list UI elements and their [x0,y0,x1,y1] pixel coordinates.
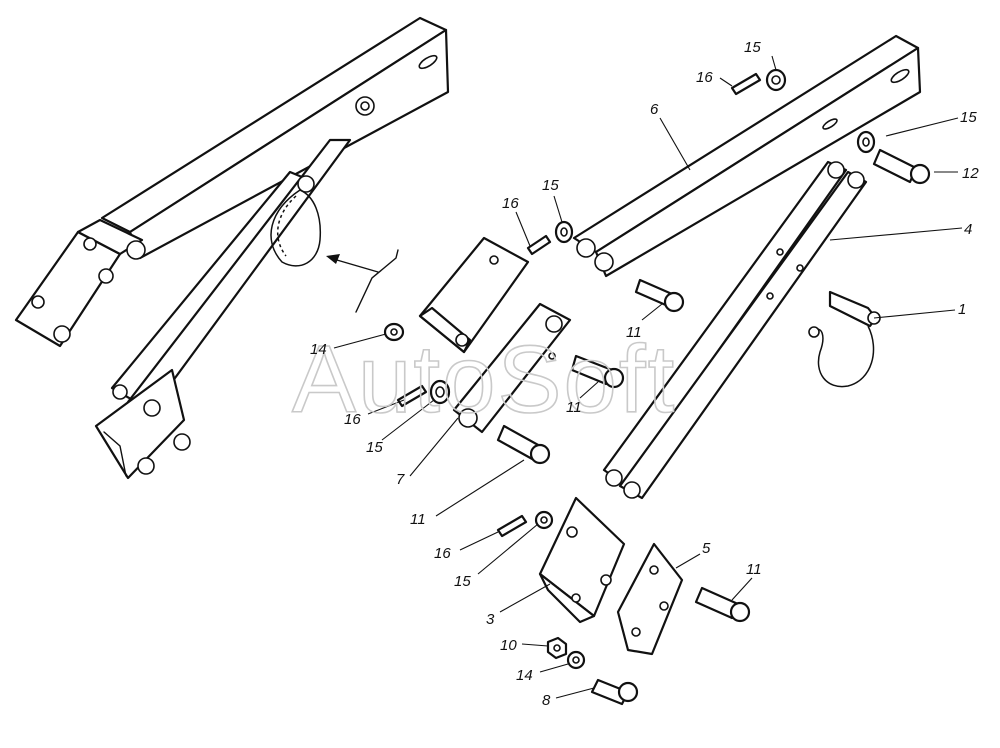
callout-10: 10 [500,637,517,654]
assembled-frame [14,16,450,480]
callout-4: 4 [964,221,972,238]
callout-12: 12 [962,165,979,182]
callout-15-b: 15 [960,109,977,126]
part-16-cotter-pin-b [526,234,552,256]
callout-11-c: 11 [410,511,426,528]
callout-11-d: 11 [746,561,762,578]
part-11-bolt-c [496,424,551,465]
part-14-lock-washer-a [383,322,405,342]
part-4-strut [602,160,868,500]
callout-8: 8 [542,692,551,709]
callout-3: 3 [486,611,495,628]
assembly-arrow [326,249,399,313]
callout-labels: 1 3 4 5 6 7 8 10 11 11 11 11 12 14 14 15… [310,39,979,709]
part-3-bracket [538,496,626,624]
assembled-end-bracket [14,218,146,348]
callout-11-a: 11 [626,324,642,341]
callout-15-d: 15 [366,439,383,456]
callout-15-e: 15 [454,573,471,590]
callout-15-a: 15 [744,39,761,56]
callout-6: 6 [650,101,659,118]
assembled-main-beam [100,16,450,260]
part-10-nut [546,636,568,660]
part-8-bolt [590,678,639,706]
assembled-diagonal-strut [110,138,352,414]
part-15-washer-a [765,68,787,92]
callout-16-c: 16 [344,411,361,428]
part-15-washer-e [534,510,554,530]
part-11-bolt-d [694,586,751,623]
part-15-washer-c [554,220,574,244]
part-5-bracket [616,542,684,656]
leader-lines [333,55,963,699]
part-6-beam [572,34,922,278]
part-11-bolt-b [570,354,625,389]
assembled-foot-bracket [94,368,191,480]
part-14-lock-washer-b [566,650,586,670]
callout-15-c: 15 [542,177,559,194]
part-16-cotter-pin-a [730,72,762,96]
callout-5: 5 [702,540,711,557]
part-15-washer-b [856,130,876,154]
part-11-bolt-a [634,278,685,313]
assembled-pin-chain [270,189,322,267]
callout-16-b: 16 [502,195,519,212]
callout-14-a: 14 [310,341,327,358]
callout-11-b: 11 [566,399,582,416]
callout-7: 7 [396,471,405,488]
part-15-washer-d [429,379,451,405]
callout-16-a: 16 [696,69,713,86]
callout-14-b: 14 [516,667,533,684]
part-7-link [452,302,572,434]
part-1-pin-chain [808,290,881,388]
callout-16-d: 16 [434,545,451,562]
callout-1: 1 [958,301,966,318]
part-16-cotter-pin-d [496,514,528,538]
part-16-cotter-pin-c [396,384,428,408]
watermark-text: AutoSoft [292,326,676,433]
part-7-clevis [418,236,530,354]
part-12-bolt [872,148,931,185]
